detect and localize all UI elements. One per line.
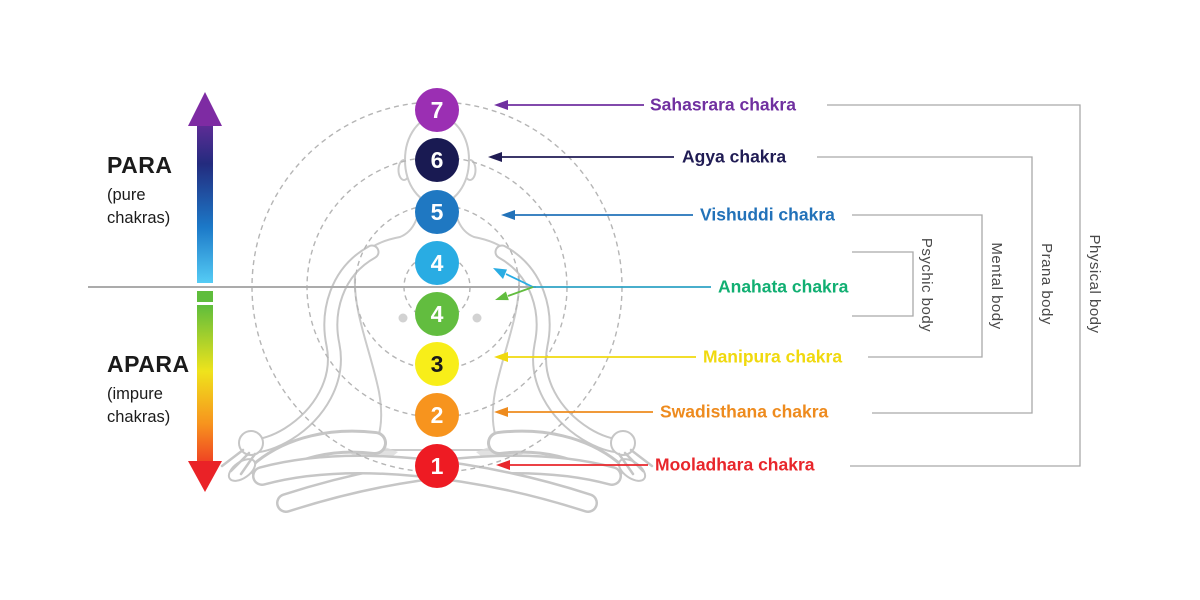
anahata-arrowhead-down-icon — [495, 291, 509, 301]
label-manipura-chakra: Manipura chakra — [703, 346, 843, 367]
figure-right-fingers — [617, 448, 654, 476]
label-swadisthana-chakra: Swadisthana chakra — [660, 401, 829, 422]
para-label-group: PARA (pure chakras) — [107, 152, 172, 231]
figure-left-thigh-fill — [254, 432, 384, 479]
chakra-number: 1 — [430, 452, 444, 479]
figure-right-thigh-fill — [490, 432, 620, 479]
chakra-number: 2 — [430, 401, 444, 428]
chakra-circle-1: 1 — [415, 444, 459, 488]
chakra-number: 7 — [430, 96, 444, 123]
label-mooladhara-chakra: Mooladhara chakra — [655, 454, 815, 475]
figure-left-fingers — [220, 448, 257, 476]
label-physical-body: Physical body — [1086, 234, 1103, 334]
sahasrara-arrowhead-icon — [494, 100, 508, 110]
vishuddi-arrowhead-icon — [501, 210, 515, 220]
psychic-body-bracket — [852, 251, 914, 317]
label-mental-body: Mental body — [988, 242, 1005, 330]
para-title: PARA — [107, 152, 173, 178]
para-gradient-arrow-up — [188, 92, 222, 283]
figure-right-hand — [610, 430, 636, 456]
physical-body-bracket — [827, 104, 1081, 467]
para-arrowhead-up-icon — [188, 92, 222, 126]
figure-right-arm-fill — [496, 246, 627, 452]
label-prana-body: Prana body — [1038, 243, 1055, 325]
agya-arrowhead-icon — [488, 152, 502, 162]
chakra-circle-5: 5 — [415, 190, 459, 234]
figure-left-hand — [238, 430, 264, 456]
label-vishuddi-chakra: Vishuddi chakra — [700, 204, 835, 225]
manipura-arrowhead-icon — [494, 352, 508, 362]
chakra-circle-3: 3 — [415, 342, 459, 386]
figure-left-arm-fill — [247, 246, 378, 452]
label-psychic-body: Psychic body — [918, 237, 935, 333]
apara-arrow-start-segment — [197, 291, 213, 302]
label-sahasrara-chakra: Sahasrara chakra — [650, 94, 796, 115]
apara-label-group: APARA (impure chakras) — [107, 351, 190, 430]
chakra-number: 4 — [430, 249, 444, 276]
chakra-pointer-arrows — [488, 100, 711, 470]
chakra-circle-4-lower: 4 — [415, 292, 459, 336]
figure-chest-dot — [472, 313, 482, 323]
body-bracket-lines — [817, 104, 1081, 467]
anahata-branch-down-line — [507, 286, 534, 297]
para-subtitle-line2: chakras) — [107, 209, 171, 228]
chakra-number: 5 — [430, 198, 444, 225]
chakra-circle-6: 6 — [415, 138, 459, 182]
apara-gradient-arrow-down — [188, 291, 222, 492]
apara-title: APARA — [107, 351, 190, 377]
swadisthana-arrowhead-icon — [494, 407, 508, 417]
apara-subtitle-line1: (impure — [107, 385, 163, 403]
chakra-number: 6 — [430, 146, 444, 173]
mooladhara-arrowhead-icon — [496, 460, 510, 470]
apara-subtitle-line2: chakras) — [107, 408, 171, 427]
apara-arrowhead-down-icon — [188, 461, 222, 492]
para-subtitle-line1: (pure — [107, 186, 146, 204]
label-anahata-chakra: Anahata chakra — [718, 276, 849, 297]
anahata-arrowhead-up-icon — [493, 268, 507, 279]
chakra-number: 4 — [430, 300, 444, 327]
prana-body-bracket — [817, 156, 1033, 414]
apara-arrow-bar — [197, 305, 213, 463]
mental-body-bracket — [852, 214, 983, 358]
figure-chest-dot — [398, 313, 408, 323]
para-arrow-bar — [197, 124, 213, 283]
chakra-circle-4-upper: 4 — [415, 241, 459, 285]
chakra-circle-2: 2 — [415, 393, 459, 437]
anahata-branch-up-line — [505, 273, 534, 288]
chakra-circle-7: 7 — [415, 88, 459, 132]
label-agya-chakra: Agya chakra — [682, 146, 787, 167]
chakra-number: 3 — [430, 350, 444, 377]
